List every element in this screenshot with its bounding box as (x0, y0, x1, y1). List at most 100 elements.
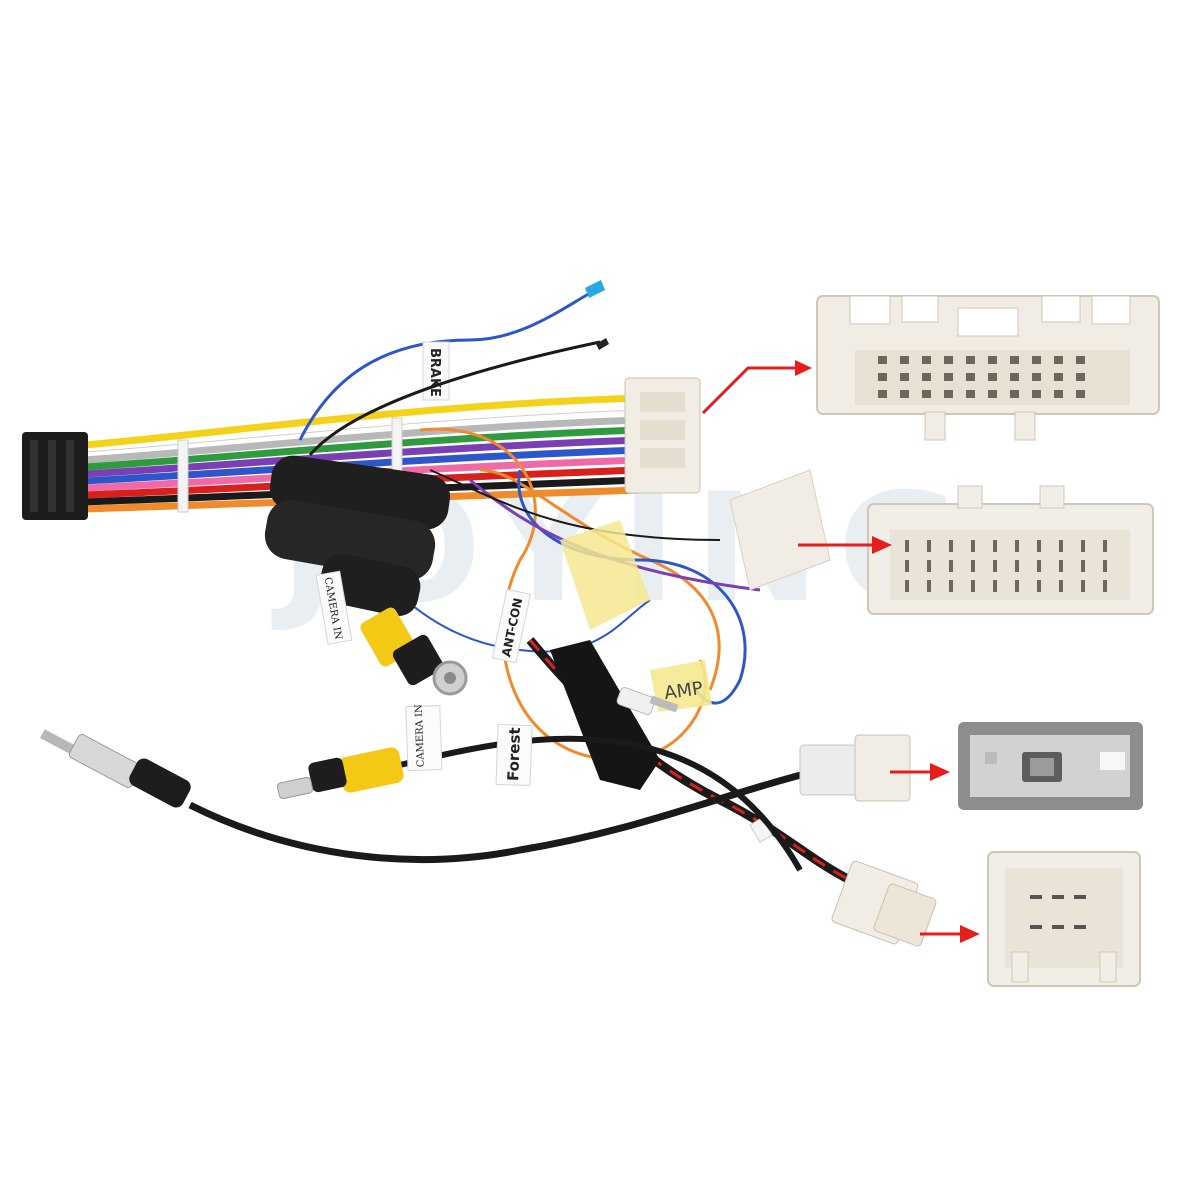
connector-pin (900, 356, 909, 364)
connector-pin (993, 540, 997, 552)
connector-pin (1037, 540, 1041, 552)
connector-pin (905, 580, 909, 592)
brake-wire-terminal (585, 280, 605, 298)
tape-flag (560, 520, 650, 630)
connector-pin (922, 390, 931, 398)
connector-pin (1010, 356, 1019, 364)
arrow-right-icon (798, 536, 892, 554)
connector-pin (944, 356, 953, 364)
closeup-gray-connector (958, 722, 1143, 810)
amp-spade-terminal (616, 687, 679, 715)
connector-pin (971, 580, 975, 592)
closeup-20pin-pins (905, 540, 1107, 592)
antenna-gray-connector (799, 734, 911, 802)
connector-pin (988, 373, 997, 381)
closeup-24pin-pins (878, 356, 1085, 398)
connector-pin (927, 560, 931, 572)
connector-pin (878, 390, 887, 398)
connector-pin (1054, 390, 1063, 398)
connector-pin (966, 356, 975, 364)
orange-wire (419, 427, 707, 762)
connector-pin (1103, 580, 1107, 592)
connector-pin (1059, 560, 1063, 572)
connector-pin (1032, 373, 1041, 381)
connector-pin (1059, 580, 1063, 592)
connector-pin (944, 373, 953, 381)
fabric-tape (550, 640, 660, 790)
secondary-white-connector (729, 469, 831, 591)
connector-pin (993, 580, 997, 592)
connector-pin (927, 540, 931, 552)
connector-pin (1015, 540, 1019, 552)
brake-wire (298, 290, 593, 441)
connector-pin (949, 580, 953, 592)
cable-tie (177, 439, 189, 513)
bundle-main-connector (624, 377, 701, 494)
connector-pin (1054, 373, 1063, 381)
rca-connector-lower (276, 747, 404, 800)
connector-pin (1010, 390, 1019, 398)
connector-pin (1103, 560, 1107, 572)
connector-pin (1054, 356, 1063, 364)
connector-pin (949, 540, 953, 552)
connector-pin (922, 373, 931, 381)
connector-pin (971, 540, 975, 552)
rca-cable-lower (399, 735, 803, 872)
connector-pin (1010, 373, 1019, 381)
heatshrink-module (264, 455, 451, 617)
connector-pin (905, 560, 909, 572)
antenna-plug (39, 729, 191, 808)
antenna-cable (188, 766, 821, 863)
brake-label-tag (422, 341, 450, 401)
connector-pin (1032, 390, 1041, 398)
connector-pin (1037, 560, 1041, 572)
connector-pin (949, 560, 953, 572)
connector-pin (1015, 560, 1019, 572)
bottom-white-connector (831, 860, 937, 947)
arrow-right-icon (920, 925, 980, 943)
connector-pin (878, 356, 887, 364)
iso-harness-connector (22, 432, 88, 520)
connector-pin (1076, 373, 1085, 381)
connector-pin (905, 540, 909, 552)
arrow-right-icon (701, 360, 812, 415)
closeup-connector-20pin (867, 485, 1154, 615)
closeup-connector-24pin (816, 295, 1160, 441)
brake-label: BRAKE (427, 348, 442, 397)
connector-pin (1081, 560, 1085, 572)
black-wire-terminal (596, 338, 609, 350)
connector-pin (1032, 356, 1041, 364)
connector-pin (988, 356, 997, 364)
connector-pin (971, 560, 975, 572)
connector-pin (1103, 540, 1107, 552)
connector-pin (1081, 580, 1085, 592)
connector-pin (1015, 580, 1019, 592)
connector-pin (1059, 540, 1063, 552)
connector-pin (966, 373, 975, 381)
connector-pin (1081, 540, 1085, 552)
connector-pin (1037, 580, 1041, 592)
ant-con-tag (491, 588, 532, 664)
closeup-connector-6pin (987, 851, 1141, 987)
connector-pin (900, 373, 909, 381)
connector-pin (1076, 356, 1085, 364)
connector-pin (878, 373, 887, 381)
camera-in-tag-2 (405, 705, 443, 772)
camera-in-label-2: CAMERA IN (414, 704, 427, 768)
ant-con-cable-red (528, 639, 851, 882)
amp-tape (650, 660, 712, 712)
connector-pin (966, 390, 975, 398)
arrow-right-icon (890, 763, 950, 781)
black-wire (308, 340, 601, 456)
connector-pin (993, 560, 997, 572)
camera-in-tag-1 (315, 570, 353, 645)
connector-pin (944, 390, 953, 398)
thin-black-wire (429, 469, 721, 541)
connector-pin (1076, 390, 1085, 398)
connector-pin (988, 390, 997, 398)
connector-pin (927, 580, 931, 592)
forest-tag (495, 723, 533, 787)
forest-label: Forest (504, 727, 524, 781)
